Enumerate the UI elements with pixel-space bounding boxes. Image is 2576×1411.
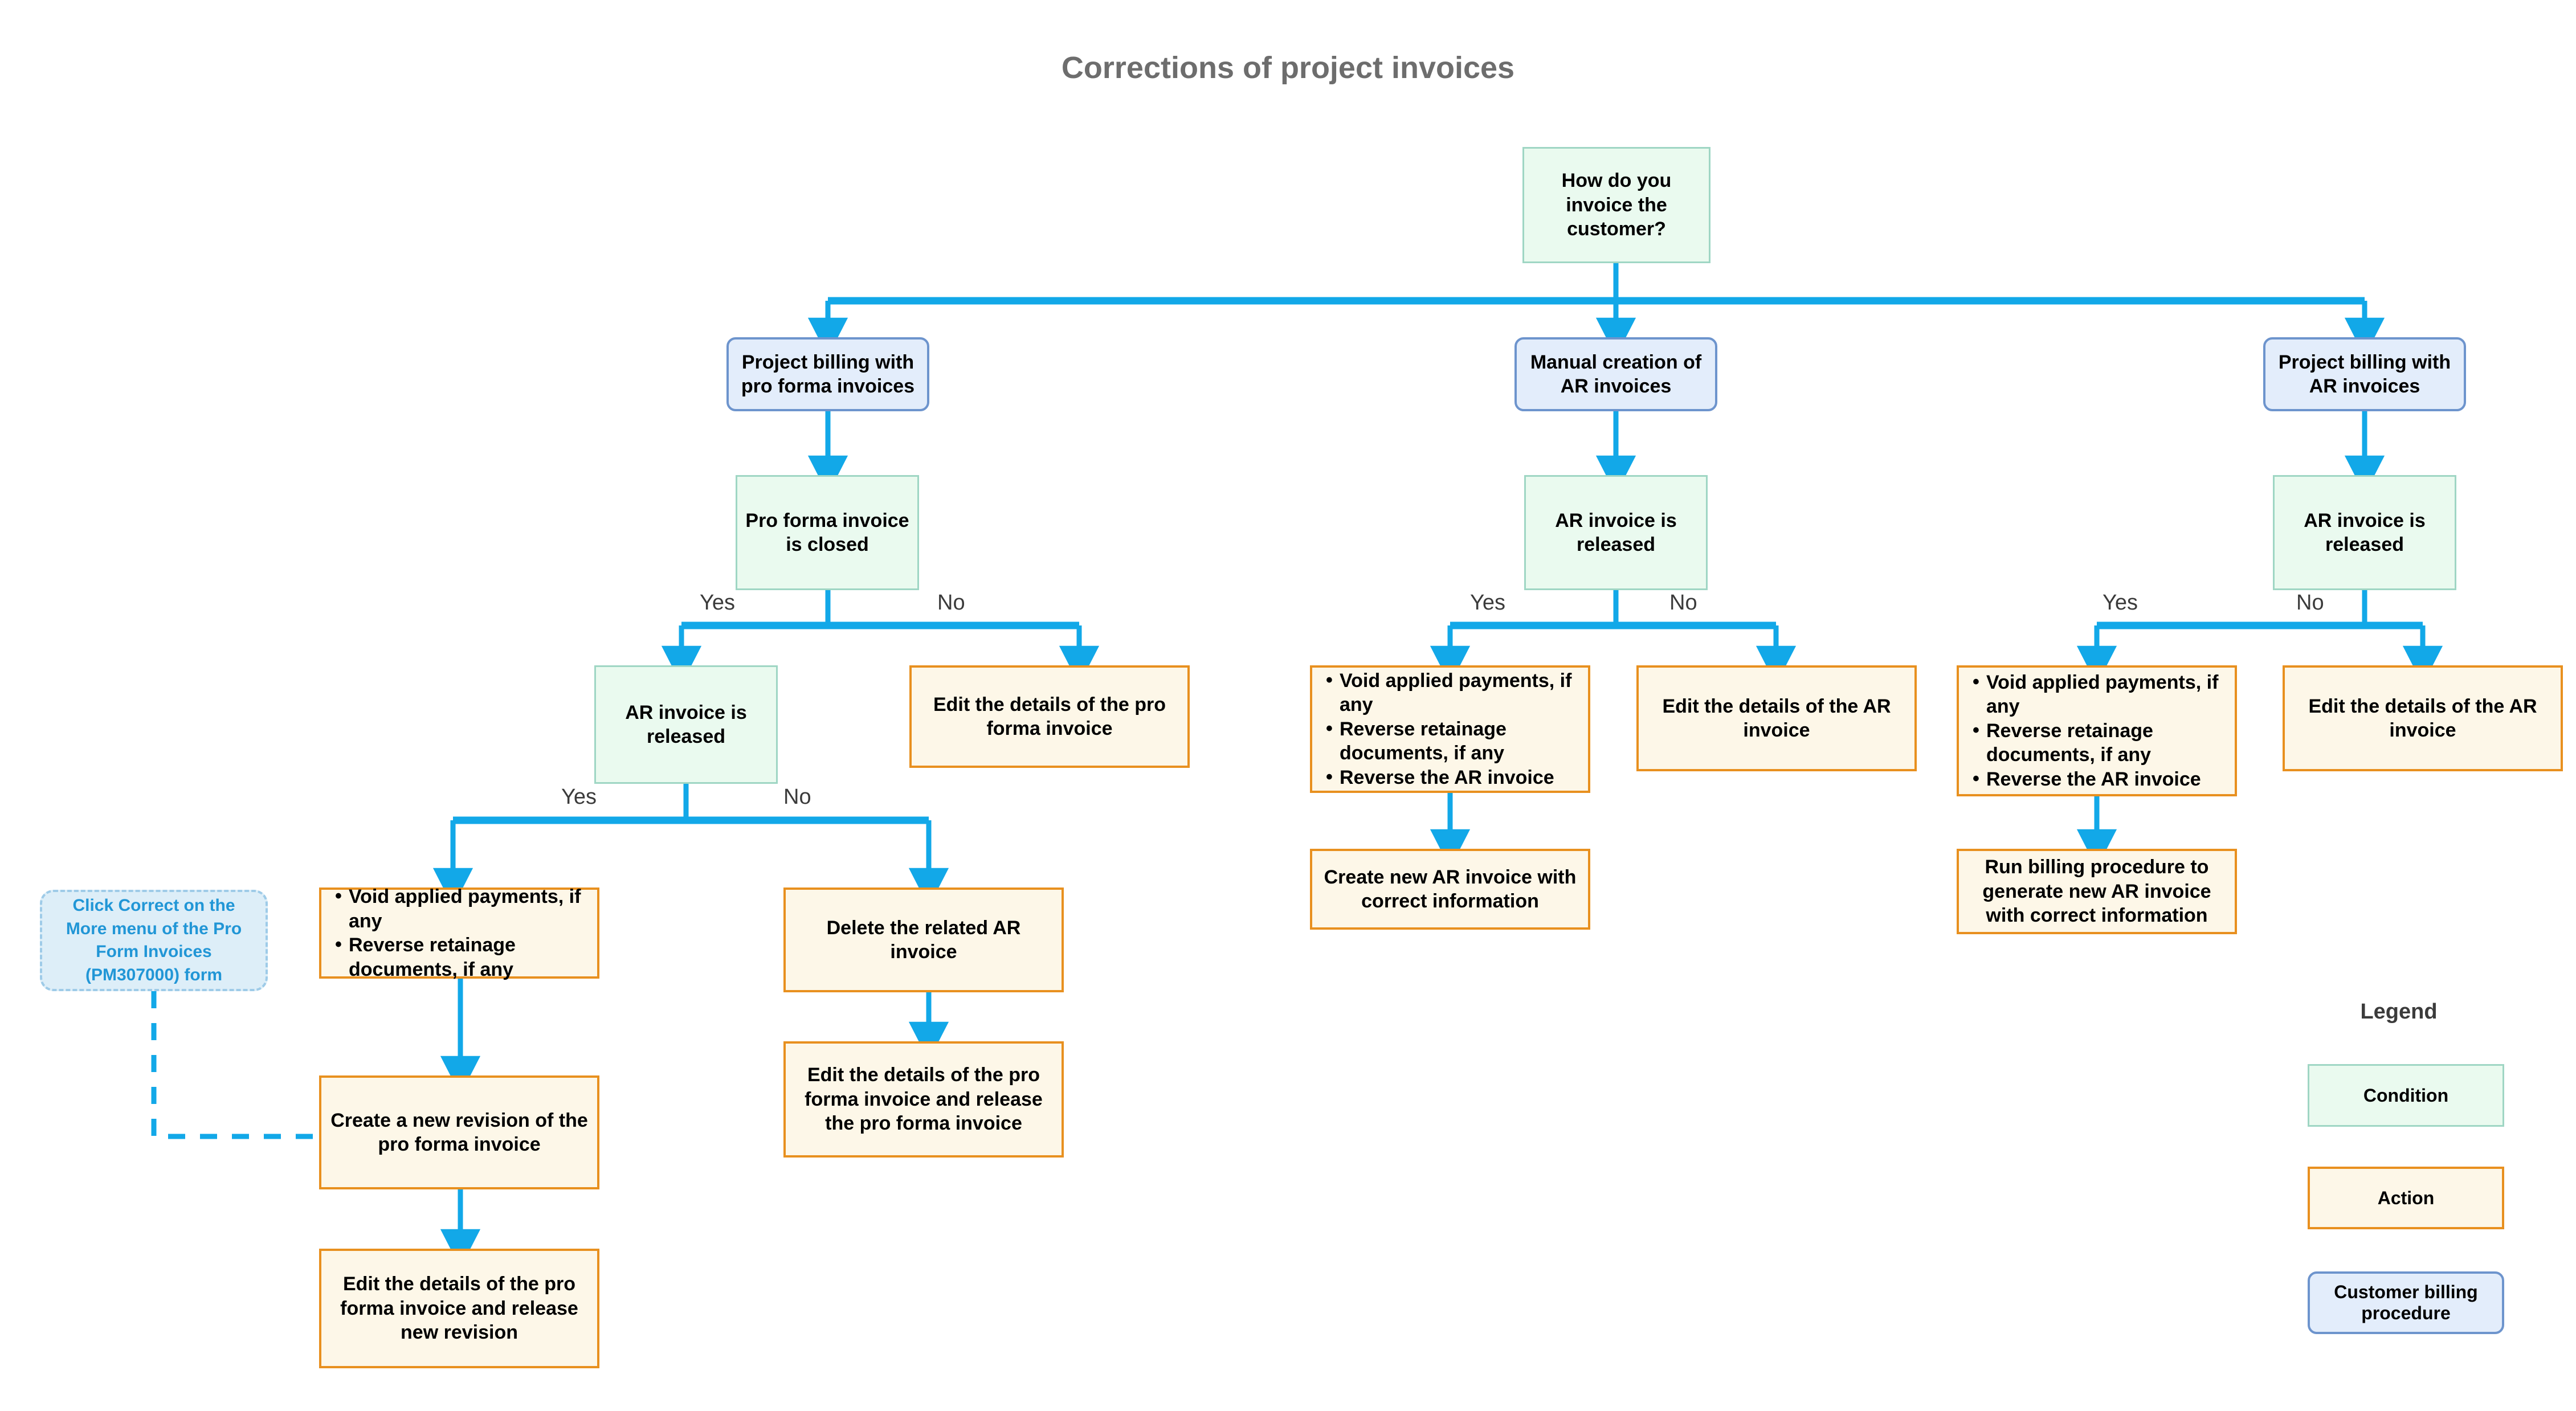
- node-label: Run billing procedure to generate new AR…: [1982, 856, 2211, 927]
- edge-label-left2-no: No: [783, 785, 811, 809]
- node-label: Create new AR invoice with correct infor…: [1324, 866, 1577, 913]
- edge-label-left1-yes: Yes: [700, 591, 735, 615]
- bullet-item: Reverse retainage documents, if any: [334, 933, 588, 981]
- edge-label-right-yes: Yes: [2103, 591, 2138, 615]
- node-procedure-ar-billing[interactable]: Project billing with AR invoices: [2263, 337, 2466, 411]
- edge-label-mid-no: No: [1669, 591, 1697, 615]
- legend-item-condition: Condition: [2308, 1064, 2504, 1127]
- node-label: Edit the details of the AR invoice: [2308, 695, 2537, 742]
- bullet-list: Void applied payments, if any Reverse re…: [1312, 668, 1588, 790]
- note-label: Click Correct on the More menu of the Pr…: [66, 896, 242, 984]
- node-action-create-new-revision[interactable]: Create a new revision of the pro forma i…: [319, 1075, 599, 1189]
- legend-label: Customer billing procedure: [2334, 1282, 2478, 1323]
- bullet-item: Reverse the AR invoice: [1325, 765, 1579, 790]
- node-label: Create a new revision of the pro forma i…: [330, 1109, 588, 1156]
- edge-label-right-no: No: [2296, 591, 2324, 615]
- bullet-item: Reverse retainage documents, if any: [1971, 718, 2226, 767]
- node-action-create-new-ar-invoice[interactable]: Create new AR invoice with correct infor…: [1310, 849, 1590, 930]
- node-action-mid-void-reverse[interactable]: Void applied payments, if any Reverse re…: [1310, 665, 1590, 793]
- bullet-item: Void applied payments, if any: [1971, 670, 2226, 719]
- legend-label: Condition: [2363, 1085, 2449, 1106]
- node-note-click-correct[interactable]: Click Correct on the More menu of the Pr…: [40, 890, 268, 991]
- edge-label-left1-no: No: [937, 591, 965, 615]
- legend-item-action: Action: [2308, 1167, 2504, 1229]
- node-action-edit-release-new-revision[interactable]: Edit the details of the pro forma invoic…: [319, 1249, 599, 1368]
- bullet-list: Void applied payments, if any Reverse re…: [321, 884, 597, 981]
- node-label: Edit the details of the AR invoice: [1662, 695, 1891, 742]
- node-label: Project billing with pro forma invoices: [741, 351, 915, 398]
- node-condition-ar-released-right[interactable]: AR invoice is released: [2273, 475, 2456, 590]
- node-procedure-manual-ar[interactable]: Manual creation of AR invoices: [1514, 337, 1717, 411]
- node-label: Edit the details of the pro forma invoic…: [933, 693, 1166, 740]
- legend-heading: Legend: [2360, 1000, 2438, 1024]
- node-condition-ar-released-mid[interactable]: AR invoice is released: [1524, 475, 1708, 590]
- node-action-edit-release-pro-forma[interactable]: Edit the details of the pro forma invoic…: [783, 1041, 1064, 1158]
- page-title: Corrections of project invoices: [1061, 51, 1515, 85]
- node-label: How do you invoice the customer?: [1561, 170, 1672, 240]
- node-label: AR invoice is released: [1555, 509, 1677, 556]
- node-action-left-void-reverse[interactable]: Void applied payments, if any Reverse re…: [319, 884, 599, 981]
- node-action-run-billing-procedure[interactable]: Run billing procedure to generate new AR…: [1957, 849, 2237, 934]
- bullet-item: Void applied payments, if any: [334, 884, 588, 933]
- bullet-list: Void applied payments, if any Reverse re…: [1959, 670, 2235, 792]
- node-action-edit-pro-forma-details[interactable]: Edit the details of the pro forma invoic…: [909, 665, 1190, 768]
- node-procedure-pro-forma-billing[interactable]: Project billing with pro forma invoices: [726, 337, 929, 411]
- legend-item-procedure: Customer billing procedure: [2308, 1271, 2504, 1334]
- node-label: Edit the details of the pro forma invoic…: [805, 1064, 1043, 1135]
- edge-label-left2-yes: Yes: [561, 785, 597, 809]
- node-action-edit-ar-details-right[interactable]: Edit the details of the AR invoice: [2283, 665, 2563, 771]
- legend-label: Action: [2377, 1187, 2435, 1208]
- bullet-item: Reverse retainage documents, if any: [1325, 717, 1579, 766]
- node-action-edit-ar-details-mid[interactable]: Edit the details of the AR invoice: [1636, 665, 1917, 771]
- node-label: Manual creation of AR invoices: [1530, 351, 1702, 398]
- node-label: AR invoice is released: [2304, 509, 2426, 556]
- edge-label-mid-yes: Yes: [1470, 591, 1505, 615]
- bullet-item: Reverse the AR invoice: [1971, 767, 2226, 792]
- node-label: Project billing with AR invoices: [2278, 351, 2451, 398]
- node-label: Edit the details of the pro forma invoic…: [340, 1273, 578, 1344]
- node-label: AR invoice is released: [625, 701, 747, 748]
- node-condition-ar-released-left[interactable]: AR invoice is released: [594, 665, 778, 784]
- node-condition-pro-forma-closed[interactable]: Pro forma invoice is closed: [736, 475, 919, 590]
- node-action-delete-related-ar[interactable]: Delete the related AR invoice: [783, 888, 1064, 992]
- note-connector: [151, 991, 319, 1139]
- node-label: Pro forma invoice is closed: [745, 509, 909, 556]
- node-start-condition[interactable]: How do you invoice the customer?: [1522, 147, 1710, 263]
- node-action-right-void-reverse[interactable]: Void applied payments, if any Reverse re…: [1957, 665, 2237, 796]
- node-label: Delete the related AR invoice: [826, 917, 1021, 963]
- bullet-item: Void applied payments, if any: [1325, 668, 1579, 717]
